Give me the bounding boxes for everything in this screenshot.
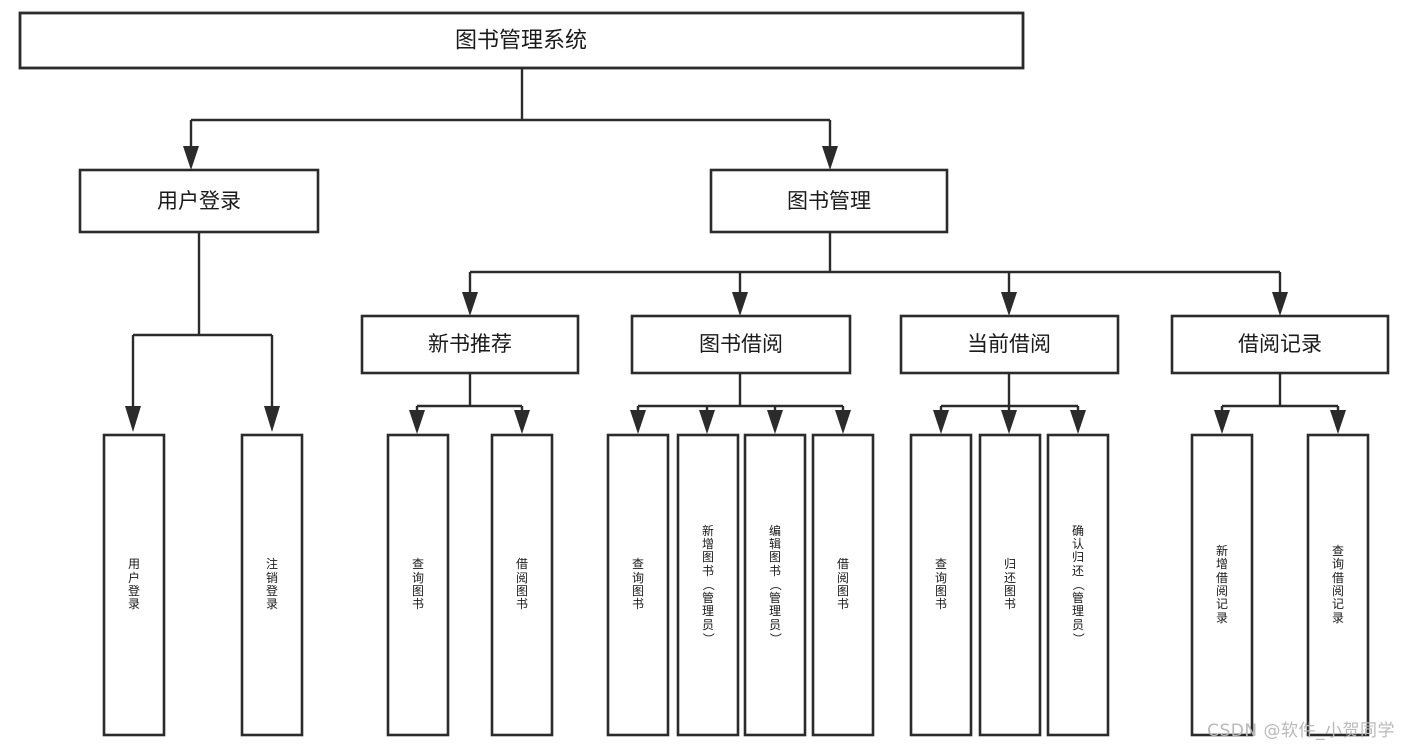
leaf-box-new-book-1[interactable] [386, 433, 450, 737]
arrow-book-borrow-leaf3 [767, 410, 783, 434]
connectors-user-login-to-leaves [125, 232, 280, 432]
node-book-manage-label: 图书管理 [787, 189, 871, 213]
arrow-to-borrow-record [1272, 292, 1288, 316]
node-book-borrow-label: 图书借阅 [699, 332, 783, 356]
node-book-manage-box[interactable] [709, 168, 949, 234]
leaf-box-borrow-record-2[interactable] [1306, 433, 1370, 737]
arrow-to-book-borrow [732, 292, 748, 316]
node-current-borrow-box[interactable] [899, 314, 1120, 375]
arrow-to-user-login [183, 146, 199, 170]
leaf-boxes-borrow-record [1190, 433, 1370, 737]
leaf-box-current-borrow-1[interactable] [909, 433, 973, 737]
connectors-borrow-record-to-leaves [1214, 373, 1346, 434]
arrow-to-new-book [462, 292, 478, 316]
node-user-login[interactable]: 用户登录 [78, 168, 320, 234]
node-current-borrow[interactable]: 当前借阅 [899, 314, 1120, 375]
node-new-book-recommend-label: 新书推荐 [428, 332, 512, 356]
leaf-box-borrow-record-1[interactable] [1190, 433, 1254, 737]
leaf-boxes-user-login [102, 433, 304, 737]
leaf-boxes-new-book [386, 433, 554, 737]
node-borrow-record[interactable]: 借阅记录 [1170, 314, 1390, 375]
arrow-new-book-leaf1 [409, 410, 425, 434]
node-root-box[interactable] [18, 11, 1025, 70]
arrow-book-borrow-leaf2 [699, 410, 715, 434]
leaf-box-book-borrow-3[interactable] [743, 433, 807, 737]
leaf-box-current-borrow-2[interactable] [978, 433, 1042, 737]
leaf-box-book-borrow-4[interactable] [811, 433, 875, 737]
arrow-to-book-manage [822, 146, 838, 170]
arrow-book-borrow-leaf1 [630, 410, 646, 434]
connectors-new-book-to-leaves [409, 373, 530, 434]
leaf-box-book-borrow-1[interactable] [606, 433, 670, 737]
arrow-user-login-leaf2 [264, 406, 280, 432]
node-borrow-record-label: 借阅记录 [1238, 332, 1322, 356]
connectors-book-borrow-to-leaves [630, 373, 851, 434]
node-root-label: 图书管理系统 [455, 29, 587, 54]
node-new-book-recommend[interactable]: 新书推荐 [360, 314, 580, 375]
node-user-login-label: 用户登录 [157, 189, 241, 213]
arrow-current-borrow-leaf2 [1001, 410, 1017, 434]
node-borrow-record-box[interactable] [1170, 314, 1390, 375]
leaf-box-new-book-2[interactable] [490, 433, 554, 737]
arrow-borrow-record-leaf2 [1330, 410, 1346, 434]
csdn-watermark: CSDN @软件_小贺同学 [1207, 721, 1395, 741]
arrow-current-borrow-leaf1 [933, 410, 949, 434]
node-book-borrow-box[interactable] [630, 314, 852, 375]
connectors-current-borrow-to-leaves [933, 373, 1086, 434]
node-book-manage[interactable]: 图书管理 [709, 168, 949, 234]
leaf-box-book-borrow-2[interactable] [676, 433, 740, 737]
leaf-box-user-login-1[interactable] [102, 433, 166, 737]
arrow-book-borrow-leaf4 [835, 410, 851, 434]
arrow-borrow-record-leaf1 [1214, 410, 1230, 434]
arrow-user-login-leaf1 [125, 406, 141, 432]
leaf-boxes-book-borrow [606, 433, 875, 737]
leaf-box-current-borrow-3[interactable] [1046, 433, 1110, 737]
arrow-to-current-borrow [1001, 292, 1017, 316]
connectors-root-to-level2 [183, 68, 838, 170]
node-new-book-recommend-box[interactable] [360, 314, 580, 375]
node-root[interactable]: 图书管理系统 [18, 11, 1025, 70]
arrow-current-borrow-leaf3 [1070, 410, 1086, 434]
leaf-boxes-current-borrow [909, 433, 1110, 737]
node-current-borrow-label: 当前借阅 [967, 332, 1051, 356]
leaf-box-user-login-2[interactable] [240, 433, 304, 737]
arrow-new-book-leaf2 [514, 410, 530, 434]
node-book-borrow[interactable]: 图书借阅 [630, 314, 852, 375]
connectors-book-manage-to-level3 [462, 232, 1288, 316]
node-user-login-box[interactable] [78, 168, 320, 234]
